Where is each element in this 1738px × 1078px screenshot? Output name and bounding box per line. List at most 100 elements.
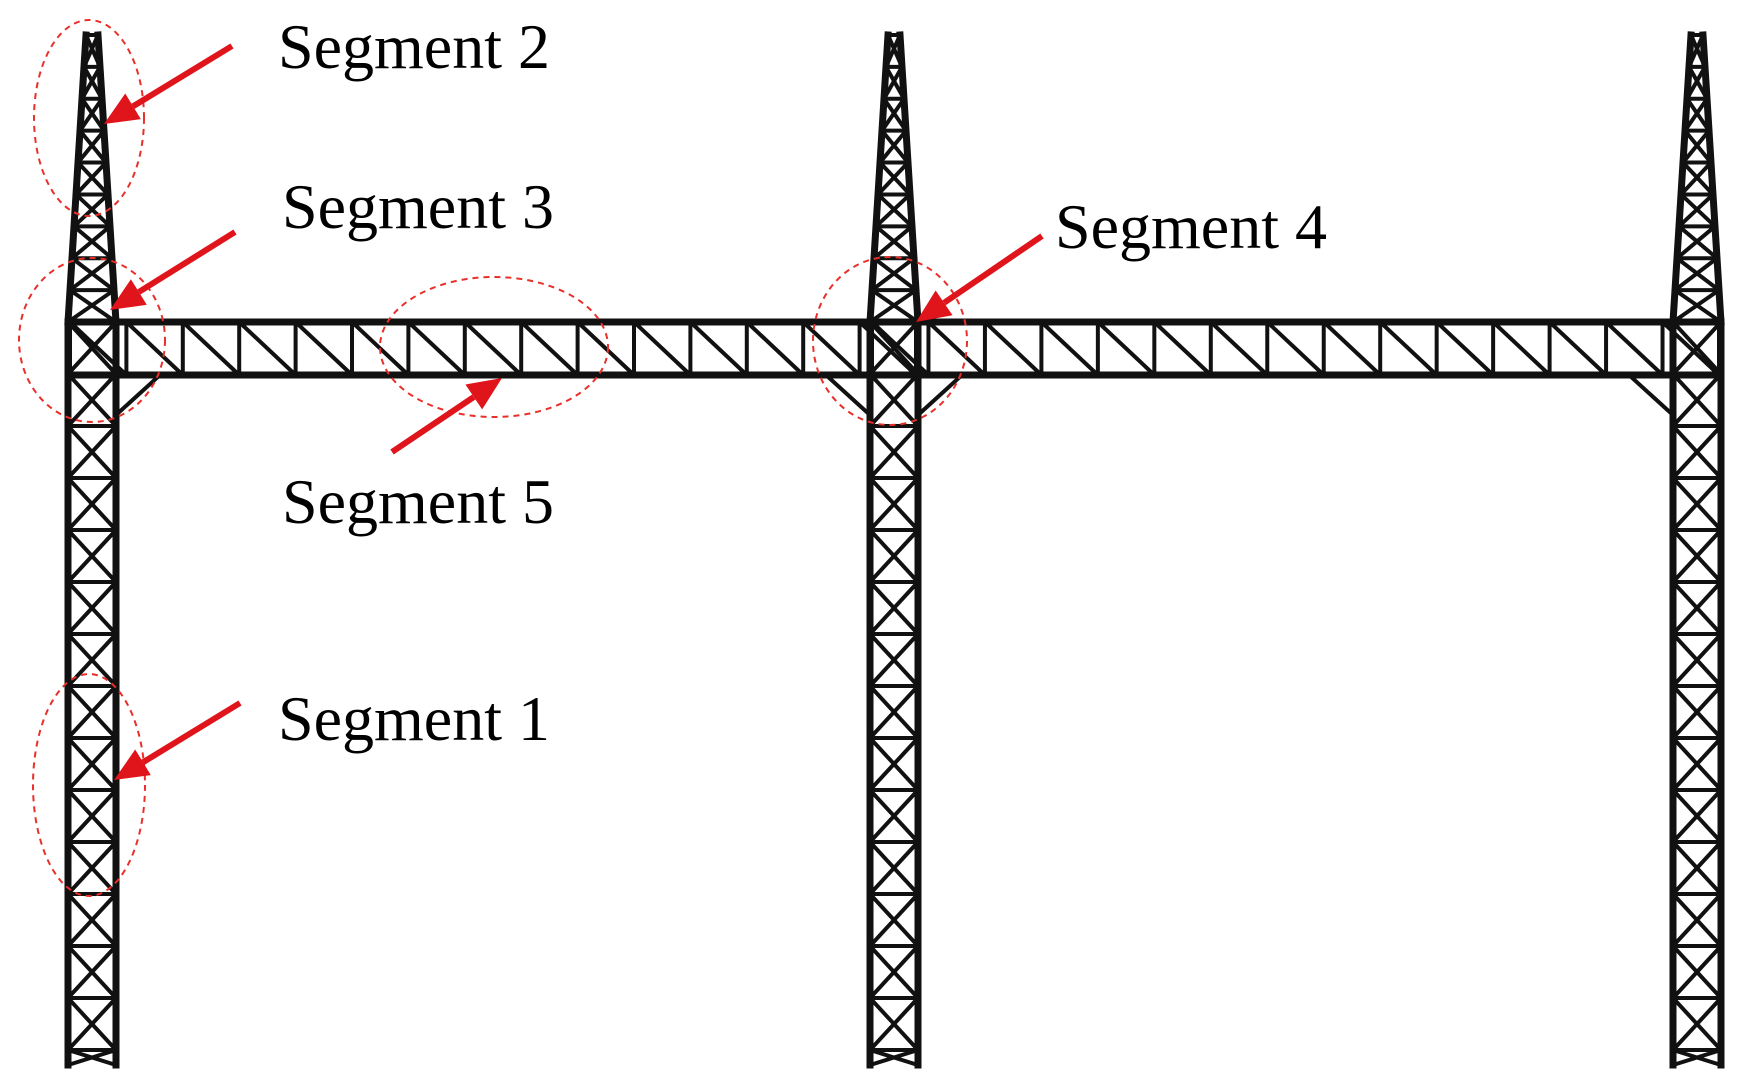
peak-brace (1680, 159, 1716, 198)
tower-brace (867, 943, 921, 1001)
knee-brace (1626, 372, 1676, 418)
peak-brace (881, 95, 909, 134)
tower-brace (867, 735, 921, 793)
tower-brace (1670, 475, 1724, 533)
segment-3-highlight (18, 257, 166, 423)
peak-brace (81, 64, 105, 102)
arrow-shaft (942, 233, 1044, 306)
knee-brace (915, 372, 965, 418)
peak-brace (1678, 191, 1718, 230)
beam-diagonal (461, 319, 525, 378)
left-beam (66, 318, 920, 379)
beam-diagonal (518, 319, 581, 378)
arrow-head (114, 749, 151, 780)
beam-diagonal (1207, 319, 1271, 378)
peak-brace (885, 32, 905, 70)
segment-3-label: Segment 3 (282, 171, 554, 242)
middle-tower (866, 31, 922, 1069)
peak-brace (69, 255, 117, 293)
arrow-head (916, 290, 953, 322)
knee-brace (113, 372, 163, 418)
beam-diagonal (1264, 319, 1327, 378)
peak-brace (1674, 255, 1722, 293)
peak-leg (64, 31, 90, 326)
tower-brace (65, 371, 119, 429)
tower-brace (65, 683, 119, 741)
arrow-shaft (137, 229, 237, 295)
peak-leg (94, 31, 120, 326)
segment-2-highlight (33, 19, 145, 217)
peak-leg (866, 31, 892, 326)
beam-diagonal (123, 319, 186, 378)
tower-brace (867, 631, 921, 689)
peak-brace (83, 32, 103, 70)
beam-diagonal (631, 319, 694, 378)
knee-brace (823, 372, 873, 418)
beam-diagonal (1490, 319, 1553, 378)
tower-brace (1670, 995, 1724, 1053)
right-beam (868, 318, 1723, 379)
segment-2-arrow (104, 43, 234, 124)
tower-brace (867, 527, 921, 585)
right-tower (1669, 31, 1725, 1069)
tower-brace (65, 527, 119, 585)
beam-diagonal (1151, 319, 1214, 378)
beam-diagonal (1603, 319, 1666, 378)
peak-brace (75, 159, 111, 198)
tower-brace (1670, 579, 1724, 637)
segment-arrows (104, 43, 1044, 780)
peak-brace (67, 287, 119, 325)
arrow-head (465, 378, 502, 410)
tower-brace (1670, 423, 1724, 481)
beam-diagonal (856, 319, 919, 378)
beam-diagonal (1433, 319, 1496, 378)
tower-brace (65, 735, 119, 793)
peak-brace (873, 223, 917, 262)
peak-brace (1672, 287, 1724, 325)
beam-diagonal (1659, 319, 1722, 378)
tower-brace (1670, 683, 1724, 741)
beam-diagonal (982, 319, 1045, 378)
arrow-head (104, 93, 141, 124)
segment-1-highlight (32, 673, 146, 897)
peak-brace (1684, 95, 1712, 134)
peak-brace (1676, 223, 1720, 262)
beam-diagonal (405, 319, 468, 378)
peak-brace (877, 159, 913, 198)
tower-brace (867, 423, 921, 481)
peak-brace (869, 287, 921, 325)
peak-brace (879, 127, 911, 166)
tower-brace (1670, 527, 1724, 585)
tower-brace (1670, 787, 1724, 845)
peak-brace (77, 127, 109, 166)
tower-brace (1670, 1047, 1724, 1068)
beam-diagonal (925, 319, 988, 378)
beam-diagonal (574, 319, 637, 378)
beam-diagonal (292, 319, 355, 378)
segment-5-label: Segment 5 (282, 466, 554, 537)
beam-diagonal (800, 319, 863, 378)
peak-brace (1688, 32, 1708, 70)
peak-brace (1682, 127, 1714, 166)
peak-leg (1699, 31, 1725, 326)
beam-diagonal (236, 319, 299, 378)
beam-diagonal (869, 319, 932, 378)
tower-brace (65, 995, 119, 1053)
tower-brace (1670, 371, 1724, 429)
peak-leg (896, 31, 922, 326)
tower-brace (1670, 735, 1724, 793)
peak-brace (73, 191, 113, 230)
segment-5-highlight (379, 276, 609, 418)
beam-diagonal (743, 319, 807, 378)
tower-brace (65, 1047, 119, 1068)
tower-brace (867, 371, 921, 429)
peak-brace (79, 95, 107, 134)
beam-diagonal (687, 319, 750, 378)
tower-brace (65, 943, 119, 1001)
tower-brace (65, 891, 119, 949)
tower-brace (867, 579, 921, 637)
tower-brace (65, 319, 119, 377)
tower-brace (1670, 319, 1724, 377)
segment-4-arrow (916, 233, 1044, 322)
